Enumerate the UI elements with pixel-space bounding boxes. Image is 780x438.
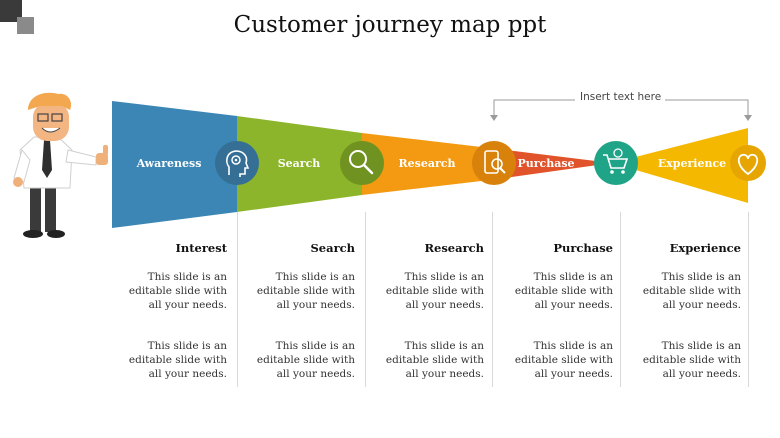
insert-text-connector-right (665, 99, 749, 118)
insert-text-label: Insert text here (580, 91, 662, 103)
column-text: This slide is an editable slide with all… (385, 340, 484, 380)
column-text: This slide is an editable slide with all… (128, 271, 227, 311)
column-text: This slide is an editable slide with all… (385, 271, 484, 311)
stage-label-experience: Experience (657, 157, 727, 170)
column-purchase: Purchase This slide is an editable slide… (510, 241, 613, 381)
column-text: This slide is an editable slide with all… (128, 340, 227, 380)
phone-search-icon (472, 141, 516, 185)
column-experience: Experience This slide is an editable sli… (638, 241, 741, 381)
insert-text-connector (493, 99, 575, 118)
stage-label-search: Search (277, 157, 321, 170)
slide-title: Customer journey map ppt (233, 12, 547, 38)
column-text: This slide is an editable slide with all… (642, 340, 741, 380)
corner-square-light (17, 17, 34, 34)
column-text: This slide is an editable slide with all… (514, 271, 613, 311)
funnel-segment-research (362, 133, 490, 195)
column-text: This slide is an editable slide with all… (514, 340, 613, 380)
column-divider (365, 212, 366, 387)
column-heading: Research (424, 241, 484, 255)
funnel-segment-search (237, 116, 362, 212)
column-search: Search This slide is an editable slide w… (252, 241, 355, 381)
column-text: This slide is an editable slide with all… (256, 340, 355, 380)
shopping-cart-icon (594, 141, 638, 185)
column-research: Research This slide is an editable slide… (381, 241, 484, 381)
column-divider (620, 212, 621, 387)
column-divider (237, 212, 238, 387)
funnel-segment-experience (612, 128, 748, 203)
stage-label-awareness: Awareness (136, 157, 202, 170)
corner-square-dark (0, 0, 22, 22)
column-divider (748, 212, 749, 387)
column-heading: Interest (175, 241, 227, 255)
column-text: This slide is an editable slide with all… (256, 271, 355, 311)
column-heading: Experience (669, 241, 741, 255)
column-heading: Purchase (553, 241, 613, 255)
column-divider (492, 212, 493, 387)
stage-label-research: Research (398, 157, 456, 170)
column-interest: Interest This slide is an editable slide… (124, 241, 227, 381)
businessman-illustration (13, 92, 108, 238)
column-text: This slide is an editable slide with all… (642, 271, 741, 311)
stage-label-purchase: Purchase (517, 157, 575, 170)
brain-gear-icon (215, 141, 259, 185)
magnifier-icon (340, 141, 384, 185)
funnel-segment-purchase (490, 148, 612, 180)
funnel-segment-awareness (112, 101, 237, 228)
column-heading: Search (310, 241, 356, 255)
heart-icon (730, 145, 766, 181)
